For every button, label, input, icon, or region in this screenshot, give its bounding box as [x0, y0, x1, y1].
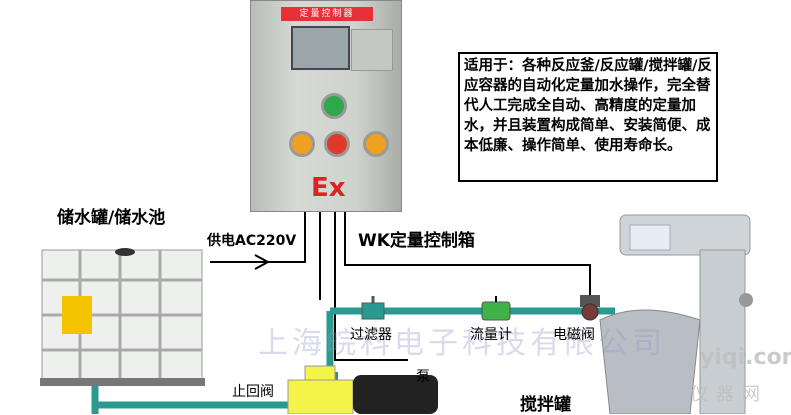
power-label: 供电AC220V [207, 233, 297, 249]
filter-icon [361, 296, 385, 320]
ex-mark: Ex [311, 173, 346, 203]
solenoid-valve-icon [580, 295, 600, 321]
keypad [351, 29, 393, 71]
power-wire [210, 210, 306, 263]
storage-tank [40, 248, 205, 386]
flowmeter-icon [481, 296, 511, 321]
valve-wire [344, 210, 591, 295]
controller-nameplate: 定量控制器 [281, 7, 373, 21]
orange-button-right [363, 131, 389, 157]
pump-label: 泵 [416, 369, 430, 385]
red-button [324, 131, 350, 157]
flowmeter-label: 流量计 [470, 327, 512, 343]
wires [210, 210, 591, 361]
tank-label: 储水罐/储水池 [57, 208, 166, 228]
site-cn-watermark: 仪器网 [690, 384, 768, 405]
site-watermark: yiqi.com [700, 345, 791, 370]
mixer-label: 搅拌罐 [520, 395, 571, 415]
company-watermark: 上海皖科电子科技有限公司 [258, 326, 666, 361]
orange-button-left [289, 131, 315, 157]
mixer-machine [599, 214, 753, 414]
power-arrow [254, 254, 271, 270]
application-note: 适用于：各种反应釜/反应罐/搅拌罐/反应容器的自动化定量加水操作，完全替代人工完… [458, 52, 718, 182]
control-box: 定量控制器 Ex [250, 0, 402, 212]
pump-wire-2 [334, 210, 408, 361]
green-button [321, 93, 347, 119]
lcd-screen [291, 26, 350, 70]
controller-label: WK定量控制箱 [358, 231, 475, 251]
solenoid-valve-label: 电磁阀 [553, 327, 595, 343]
check-valve-label: 止回阀 [232, 384, 274, 400]
filter-label: 过滤器 [350, 327, 392, 343]
pump-icon [287, 365, 438, 414]
